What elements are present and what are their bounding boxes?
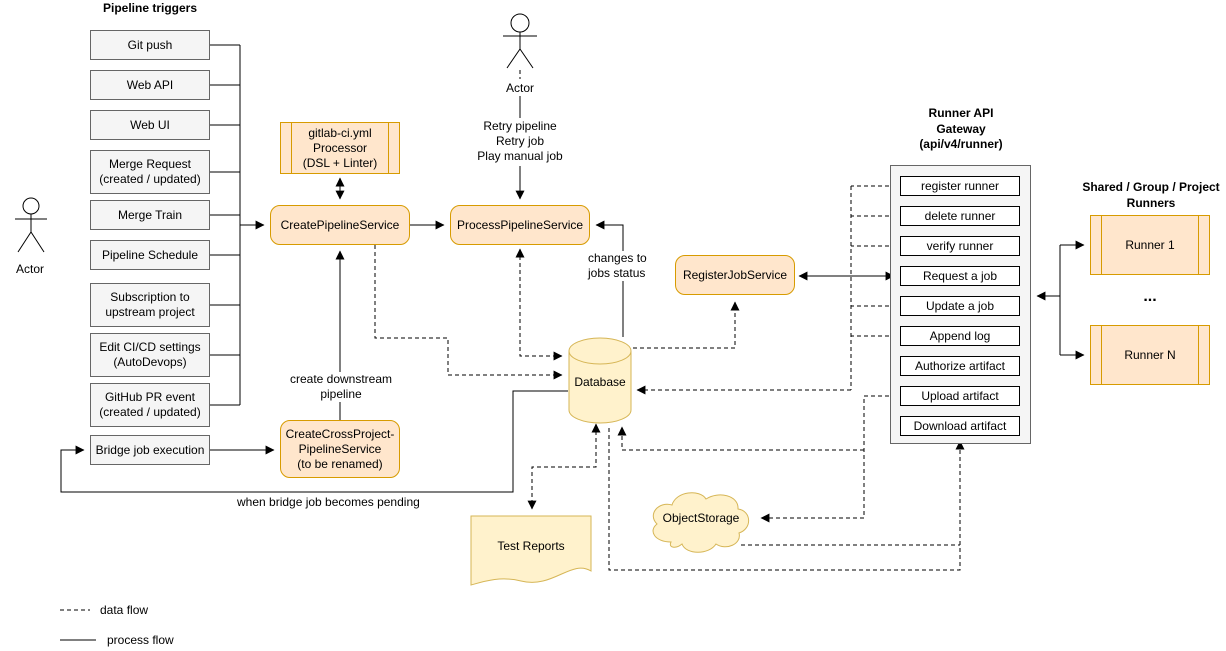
object-storage-cloud: ObjectStorage xyxy=(643,484,759,558)
trigger-merge-train: Merge Train xyxy=(90,200,210,230)
edge-trigger-trunk xyxy=(210,44,241,406)
create-downstream-label: create downstream pipeline xyxy=(289,372,393,402)
legend-process-flow-label: process flow xyxy=(107,633,174,648)
cloud-icon xyxy=(652,492,750,553)
bridge-pending-label: when bridge job becomes pending xyxy=(237,495,429,510)
edge-db-to-registerjob xyxy=(633,301,740,349)
actor-icon xyxy=(503,13,537,69)
endpoint-authorize-artifact: Authorize artifact xyxy=(900,356,1020,376)
edge-upload-to-db xyxy=(617,426,864,451)
trigger-edit-cicd: Edit CI/CD settings (AutoDevops) xyxy=(90,333,210,377)
document-icon xyxy=(470,515,592,586)
trigger-pipeline-schedule: Pipeline Schedule xyxy=(90,240,210,270)
create-cross-project-pipeline-service: CreateCrossProject- PipelineService (to … xyxy=(280,420,400,478)
object-storage-label: ObjectStorage xyxy=(662,511,740,525)
edge-processpipeline-db xyxy=(515,248,563,361)
changes-jobs-status-label: changes to jobs status xyxy=(588,251,652,281)
register-job-service: RegisterJobService xyxy=(675,255,795,295)
database-cylinder: Database xyxy=(568,337,632,425)
trigger-subscription: Subscription to upstream project xyxy=(90,283,210,327)
actor-top-label: Actor xyxy=(495,81,545,96)
test-reports-document: Test Reports xyxy=(470,515,592,587)
endpoint-append-log: Append log xyxy=(900,326,1020,346)
test-reports-label: Test Reports xyxy=(497,539,565,553)
trigger-bridge-job: Bridge job execution xyxy=(90,435,210,465)
runners-ellipsis: ... xyxy=(1143,288,1157,305)
edge-db-testreports xyxy=(527,423,601,510)
trigger-github-pr: GitHub PR event (created / updated) xyxy=(90,383,210,427)
trigger-web-api: Web API xyxy=(90,70,210,100)
process-pipeline-service: ProcessPipelineService xyxy=(450,205,590,245)
runner-n: Runner N xyxy=(1090,325,1210,385)
pipeline-triggers-heading: Pipeline triggers xyxy=(102,1,198,15)
endpoint-request-job: Request a job xyxy=(900,266,1020,286)
runner-api-gateway-title: Runner API Gateway (api/v4/runner) xyxy=(919,106,1003,152)
runner-1: Runner 1 xyxy=(1090,215,1210,275)
endpoint-register-runner: register runner xyxy=(900,176,1020,196)
create-pipeline-service: CreatePipelineService xyxy=(270,205,410,245)
trigger-git-push: Git push xyxy=(90,30,210,60)
legend-data-flow-label: data flow xyxy=(100,603,149,618)
database-label: Database xyxy=(574,375,626,389)
edge-createpipeline-to-db xyxy=(374,245,563,380)
edge-changes-jobs-status xyxy=(595,220,624,337)
actor-actions-label: Retry pipeline Retry job Play manual job xyxy=(460,119,580,164)
endpoint-download-artifact: Download artifact xyxy=(900,416,1020,436)
endpoint-delete-runner: delete runner xyxy=(900,206,1020,226)
trigger-merge-request: Merge Request (created / updated) xyxy=(90,150,210,194)
endpoint-verify-runner: verify runner xyxy=(900,236,1020,256)
gitlab-ci-yml-processor: gitlab-ci.yml Processor (DSL + Linter) xyxy=(280,122,400,174)
database-cylinder-icon xyxy=(568,337,632,424)
endpoint-upload-artifact: Upload artifact xyxy=(900,386,1020,406)
actor-icon xyxy=(15,197,47,253)
trigger-web-ui: Web UI xyxy=(90,110,210,140)
endpoint-update-job: Update a job xyxy=(900,296,1020,316)
actor-left-label: Actor xyxy=(5,262,55,277)
edge-upload-to-objectstorage xyxy=(760,395,896,523)
runners-heading: Shared / Group / Project Runners xyxy=(1082,180,1220,210)
